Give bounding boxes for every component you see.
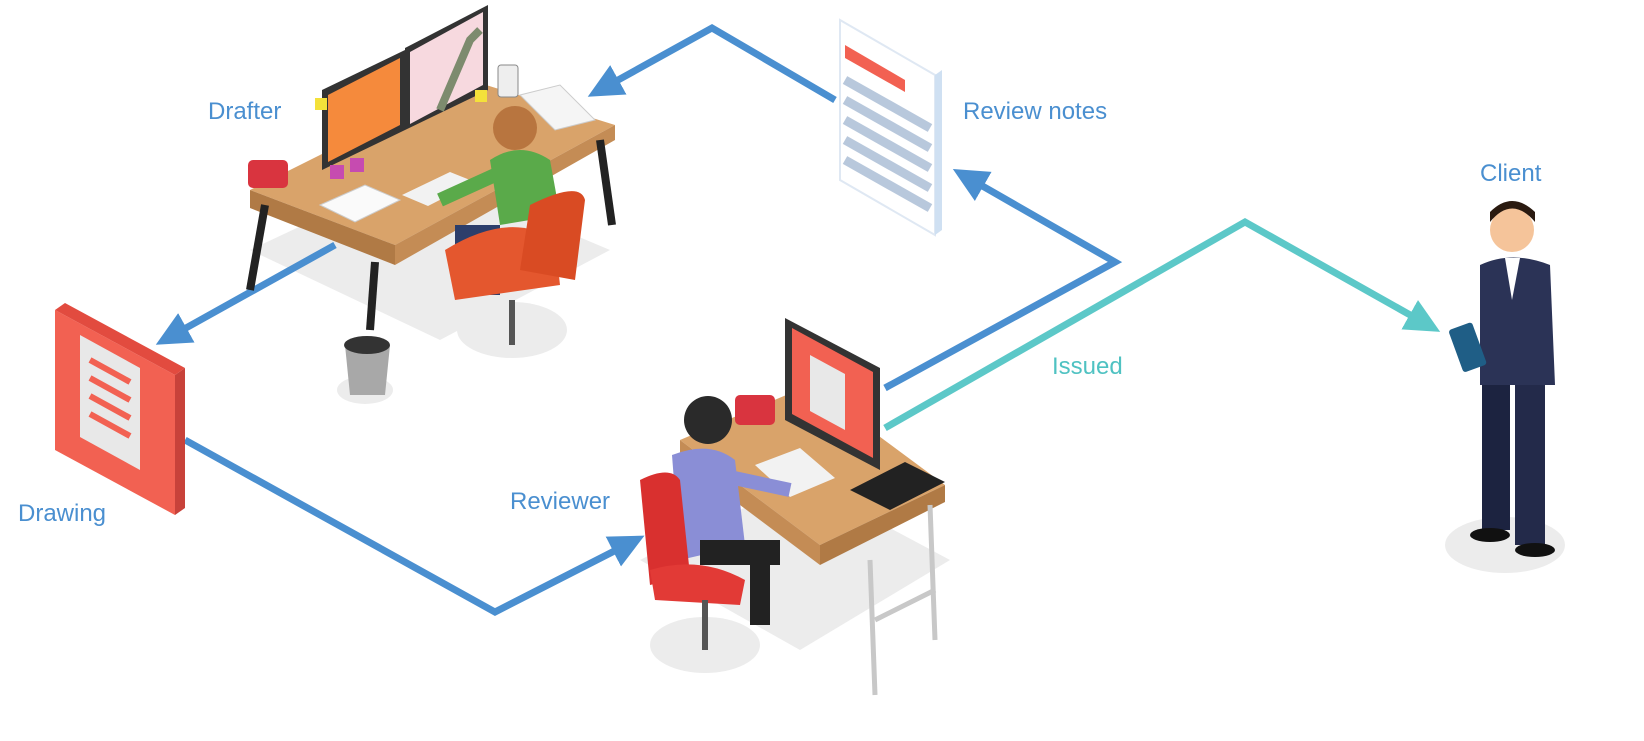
drafter-label: Drafter	[208, 98, 282, 125]
client-person	[1449, 201, 1555, 557]
drawing-document-icon	[55, 303, 185, 515]
arrow-reviewer-to-review-notes	[883, 169, 1123, 392]
arrow-drawing-to-reviewer	[183, 436, 645, 616]
review-notes-label: Review notes	[963, 98, 1108, 125]
issued-label: Issued	[1052, 353, 1123, 380]
reviewer-label: Reviewer	[510, 488, 611, 515]
floor-shadows	[250, 170, 1565, 673]
arrow-issued-to-client	[883, 217, 1441, 432]
drawing-label: Drawing	[18, 500, 107, 527]
client-label: Client	[1480, 160, 1542, 187]
review-notes-document-icon	[839, 18, 942, 237]
drafter-desk	[246, 5, 616, 395]
reviewer-desk	[640, 318, 945, 696]
arrow-drafter-to-drawing	[155, 241, 337, 345]
arrow-review-notes-to-drafter	[587, 23, 837, 104]
